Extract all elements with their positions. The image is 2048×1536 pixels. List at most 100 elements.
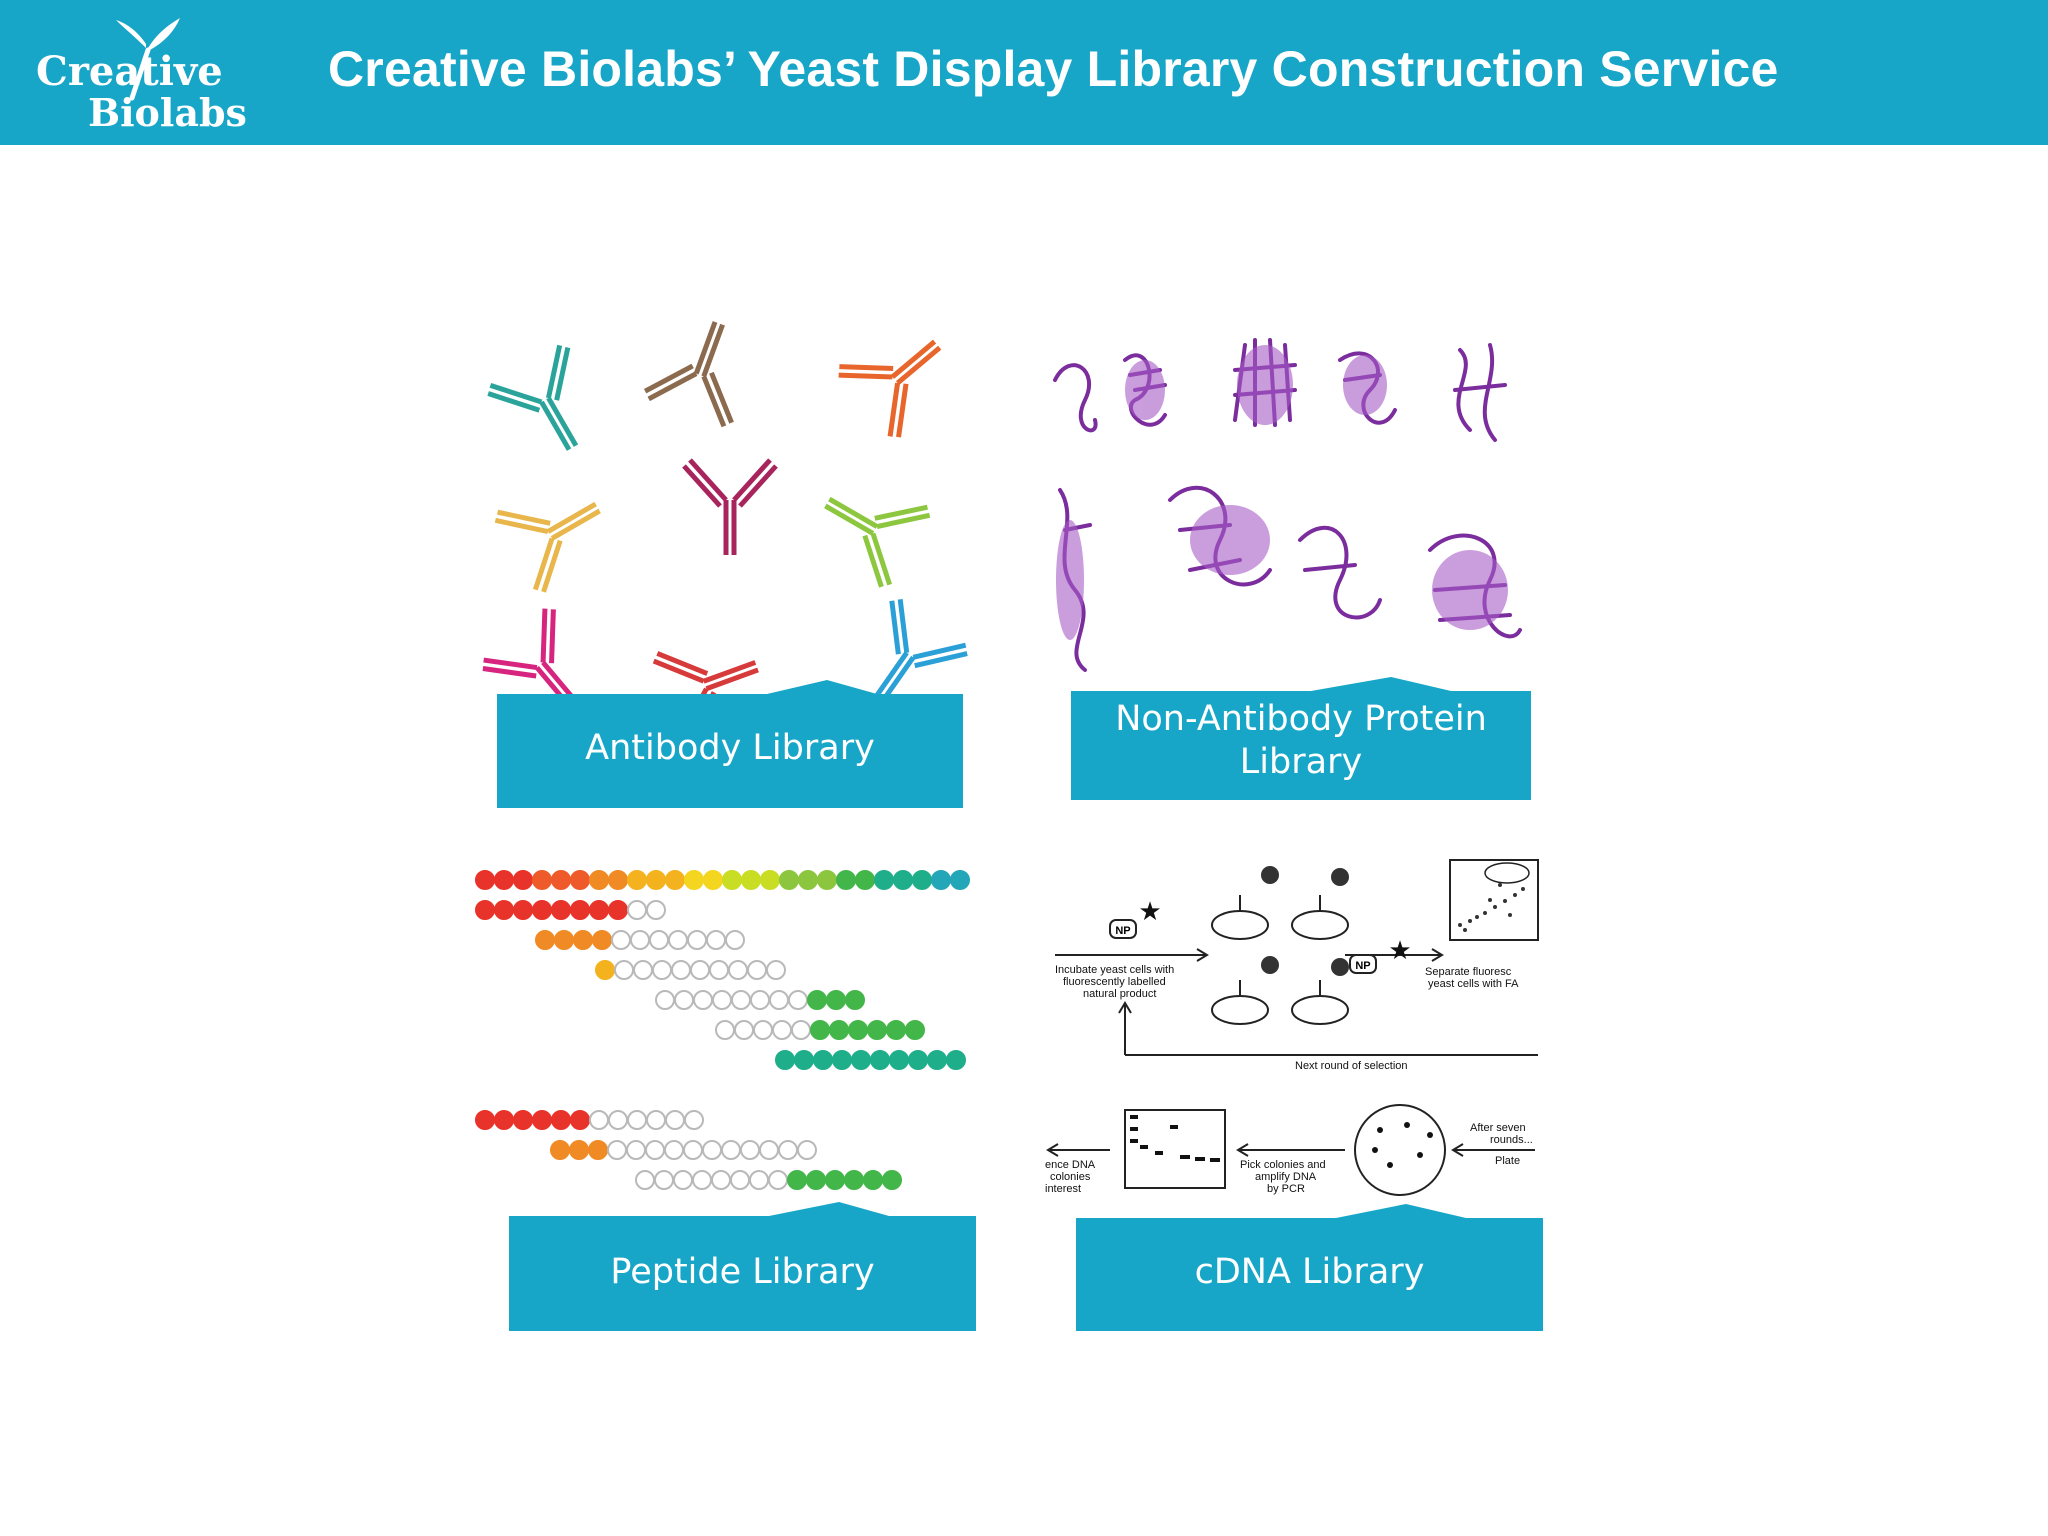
- header-bar: Creative Biolabs Creative Biolabs’ Yeast…: [0, 0, 2048, 145]
- non-antibody-protein-library-label-line2: Library: [1239, 742, 1363, 782]
- amino-acid-bead: [607, 1140, 627, 1160]
- amino-acid-bead: [889, 1050, 909, 1070]
- amino-acid-bead: [494, 870, 514, 890]
- amino-acid-bead: [655, 990, 675, 1010]
- amino-acid-bead: [728, 960, 748, 980]
- amino-acid-bead: [813, 1050, 833, 1070]
- peptide-sequences-illustration: [475, 860, 975, 1220]
- amino-acid-bead: [810, 1020, 830, 1040]
- amino-acid-bead: [775, 1050, 795, 1070]
- svg-text:Incubate yeast cells with: Incubate yeast cells with: [1055, 964, 1174, 976]
- peptide-library-card[interactable]: Peptide Library: [509, 1200, 976, 1331]
- amino-acid-bead: [848, 1020, 868, 1040]
- amino-acid-bead: [608, 1110, 628, 1130]
- svg-text:Pick colonies and: Pick colonies and: [1240, 1159, 1326, 1171]
- amino-acid-bead: [684, 870, 704, 890]
- amino-acid-bead: [772, 1020, 792, 1040]
- creative-biolabs-logo[interactable]: Creative Biolabs: [28, 10, 278, 135]
- amino-acid-bead: [475, 870, 495, 890]
- amino-acid-bead: [665, 1110, 685, 1130]
- amino-acid-bead: [646, 870, 666, 890]
- amino-acid-bead: [769, 990, 789, 1010]
- amino-acid-bead: [693, 990, 713, 1010]
- amino-acid-bead: [749, 1170, 769, 1190]
- amino-acid-bead: [703, 870, 723, 890]
- amino-acid-bead: [551, 900, 571, 920]
- amino-acid-bead: [687, 930, 707, 950]
- amino-acid-bead: [671, 960, 691, 980]
- amino-acid-bead: [627, 870, 647, 890]
- amino-acid-bead: [532, 870, 552, 890]
- amino-acid-bead: [817, 870, 837, 890]
- amino-acid-bead: [845, 990, 865, 1010]
- yeast-cell: [1211, 995, 1269, 1025]
- svg-text:Next round of selection: Next round of selection: [1295, 1060, 1408, 1072]
- antibody-orange: [835, 320, 967, 441]
- amino-acid-bead: [649, 930, 669, 950]
- plate-dish: [1354, 1104, 1446, 1196]
- amino-acid-bead: [664, 1140, 684, 1160]
- amino-acid-bead: [627, 1110, 647, 1130]
- amino-acid-bead: [778, 1140, 798, 1160]
- svg-text:fluorescently labelled: fluorescently labelled: [1063, 976, 1166, 988]
- svg-text:Separate fluoresc: Separate fluoresc: [1425, 966, 1512, 978]
- svg-text:Plate: Plate: [1495, 1155, 1520, 1167]
- amino-acid-bead: [665, 870, 685, 890]
- amino-acid-bead: [674, 990, 694, 1010]
- amino-acid-bead: [589, 900, 609, 920]
- svg-text:yeast cells with FA: yeast cells with FA: [1428, 978, 1519, 990]
- antibody-green: [804, 463, 932, 590]
- amino-acid-bead: [829, 1020, 849, 1040]
- amino-acid-bead: [532, 1110, 552, 1130]
- amino-acid-bead: [475, 1110, 495, 1130]
- amino-acid-bead: [709, 960, 729, 980]
- antibody-library-card[interactable]: Antibody Library: [497, 678, 963, 808]
- star-icon: ★: [1388, 935, 1411, 965]
- amino-acid-bead: [668, 930, 688, 950]
- amino-acid-bead: [855, 870, 875, 890]
- amino-acid-bead: [832, 1050, 852, 1070]
- cdna-library-label: cDNA Library: [1194, 1252, 1425, 1292]
- amino-acid-bead: [912, 870, 932, 890]
- amino-acid-bead: [513, 900, 533, 920]
- svg-text:interest: interest: [1045, 1183, 1081, 1195]
- amino-acid-bead: [684, 1110, 704, 1130]
- amino-acid-bead: [595, 960, 615, 980]
- svg-text:After seven: After seven: [1470, 1122, 1526, 1134]
- amino-acid-bead: [740, 1140, 760, 1160]
- antibody-yellow: [492, 468, 620, 595]
- amino-acid-bead: [646, 1110, 666, 1130]
- svg-text:natural product: natural product: [1083, 988, 1156, 1000]
- amino-acid-bead: [554, 930, 574, 950]
- amino-acid-bead: [513, 1110, 533, 1130]
- amino-acid-bead: [608, 870, 628, 890]
- cdna-selection-workflow: NP ★ NP ★ I: [1045, 855, 1540, 1225]
- amino-acid-bead: [759, 1140, 779, 1160]
- amino-acid-bead: [946, 1050, 966, 1070]
- antibody-magenta: [684, 460, 776, 555]
- amino-acid-bead: [645, 1140, 665, 1160]
- cdna-library-card[interactable]: cDNA Library: [1076, 1202, 1543, 1331]
- page-title: Creative Biolabs’ Yeast Display Library …: [328, 41, 1779, 97]
- amino-acid-bead: [494, 1110, 514, 1130]
- amino-acid-bead: [867, 1020, 887, 1040]
- yeast-cell: [1291, 910, 1349, 940]
- amino-acid-bead: [874, 870, 894, 890]
- amino-acid-bead: [475, 900, 495, 920]
- amino-acid-bead: [741, 870, 761, 890]
- amino-acid-bead: [614, 960, 634, 980]
- antibody-illustration: [455, 320, 975, 700]
- star-icon: ★: [1138, 896, 1161, 926]
- amino-acid-bead: [950, 870, 970, 890]
- amino-acid-bead: [794, 1050, 814, 1070]
- amino-acid-bead: [715, 1020, 735, 1040]
- non-antibody-protein-library-card[interactable]: Non-Antibody Protein Library: [1071, 675, 1531, 800]
- amino-acid-bead: [851, 1050, 871, 1070]
- amino-acid-bead: [551, 1110, 571, 1130]
- amino-acid-bead: [766, 960, 786, 980]
- amino-acid-bead: [882, 1170, 902, 1190]
- amino-acid-bead: [825, 1170, 845, 1190]
- amino-acid-bead: [886, 1020, 906, 1040]
- yeast-cell: [1211, 910, 1269, 940]
- svg-text:rounds...: rounds...: [1490, 1134, 1533, 1146]
